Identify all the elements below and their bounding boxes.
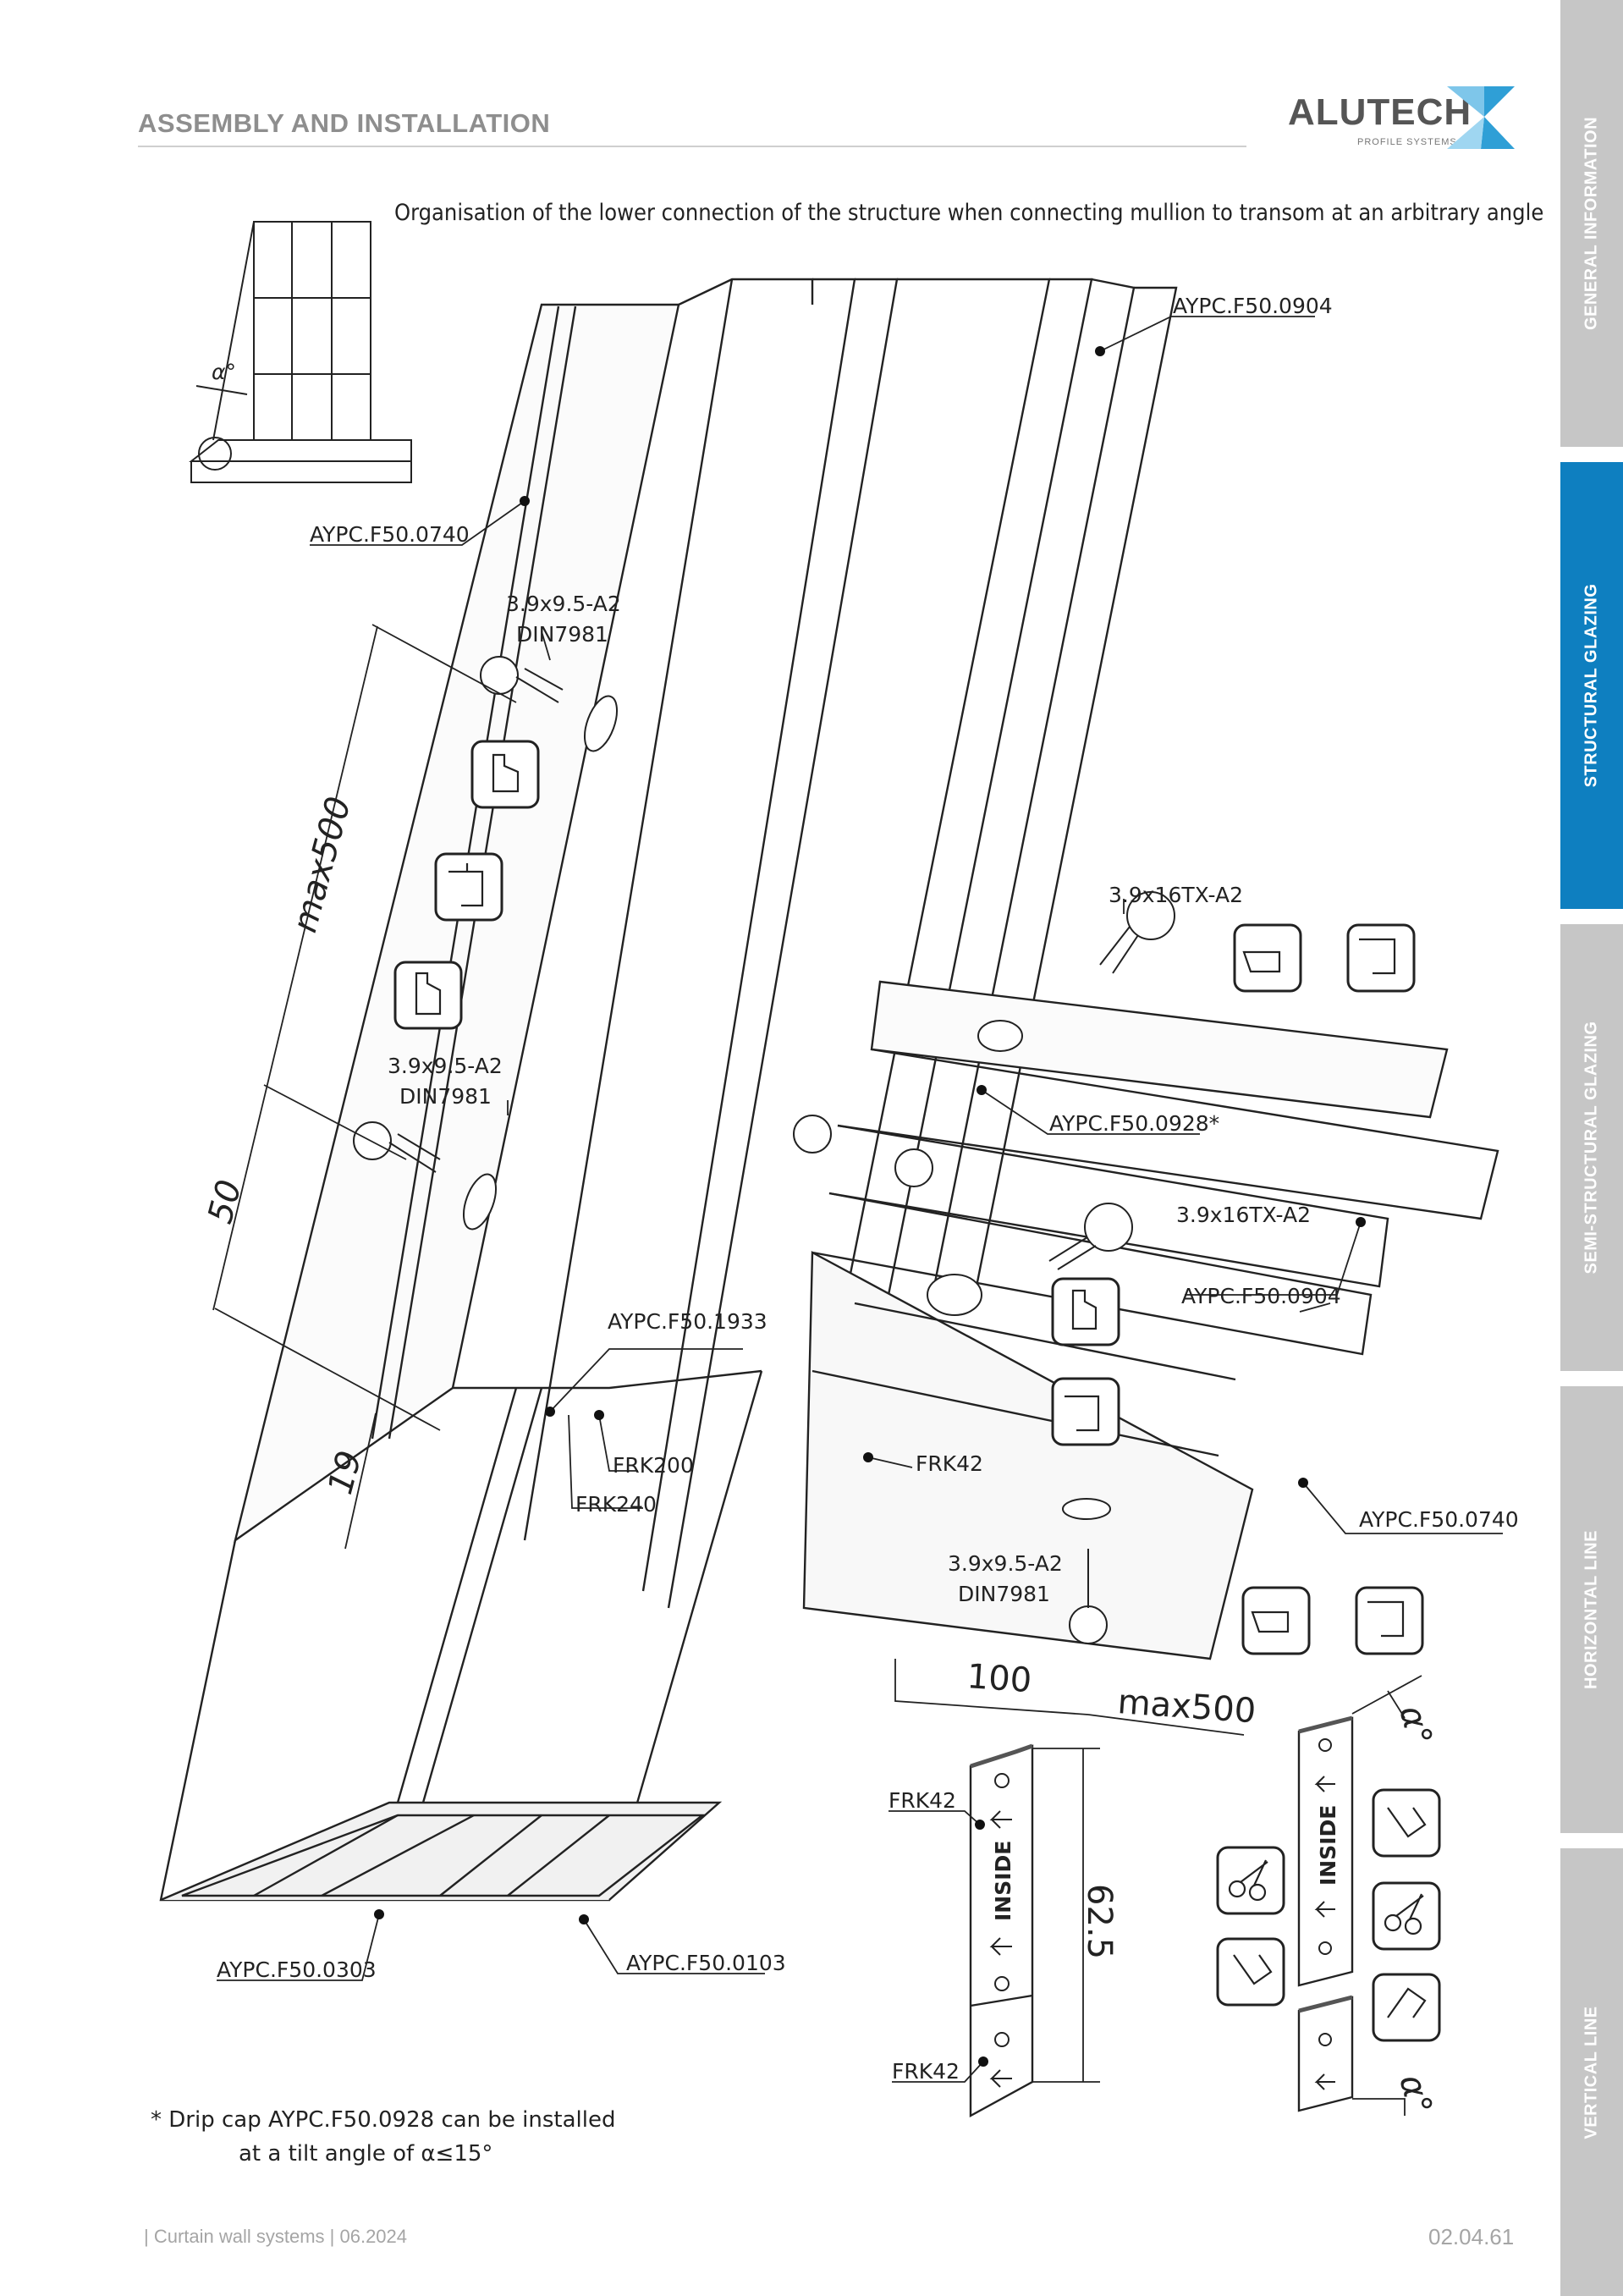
logo-tagline: PROFILE SYSTEMS (1357, 137, 1457, 147)
label-aypc-1933: AYPC.F50.1933 (608, 1309, 767, 1334)
dimension-50: 50 (201, 1176, 250, 1228)
label-aypc-0103: AYPC.F50.0103 (626, 1951, 786, 1975)
press-finger-icon (1216, 1937, 1285, 2007)
brand-logo: ALUTECH PROFILE SYSTEMS (1288, 85, 1516, 152)
dimension-alpha-bottom: α° (1391, 2071, 1439, 2119)
drill-icon (1051, 1377, 1120, 1446)
assembly-drawing: α° (159, 221, 1519, 2119)
tab-label: GENERAL INFORMATION (1582, 116, 1601, 331)
tab-general-information[interactable]: GENERAL INFORMATION (1560, 0, 1623, 447)
footnote-line-1: * Drip cap AYPC.F50.0928 can be installe… (151, 2107, 616, 2133)
tab-structural-glazing[interactable]: STRUCTURAL GLAZING (1560, 462, 1623, 909)
tab-label: STRUCTURAL GLAZING (1582, 583, 1601, 788)
header-divider (138, 146, 1246, 147)
press-finger-icon (470, 740, 540, 809)
label-screw-tx-mid: 3.9x16TX-A2 (1176, 1203, 1311, 1227)
label-aypc-0740-left: AYPC.F50.0740 (310, 522, 470, 547)
tab-label: SEMI-STRUCTURAL GLAZING (1582, 1021, 1601, 1275)
label-frk42-left-top: FRK42 (889, 1788, 956, 1813)
drill-icon (1346, 923, 1416, 993)
label-screw-a2-top: 3.9x9.5-A2 (506, 592, 621, 616)
inside-label-right: INSIDE (1316, 1805, 1340, 1886)
footnote-line-2: at a tilt angle of α≤15° (239, 2141, 493, 2167)
logo-mark-icon (1447, 86, 1515, 149)
page-header-title: ASSEMBLY AND INSTALLATION (138, 108, 551, 138)
page-number: 02.04.61 (1428, 2224, 1515, 2249)
footnote: * Drip cap AYPC.F50.0928 can be installe… (151, 2103, 616, 2171)
dimension-max500-right: max500 (1116, 1682, 1257, 1731)
press-finger-icon (1051, 1277, 1120, 1346)
label-frk42-mid: FRK42 (916, 1451, 983, 1476)
fasteners (353, 656, 1175, 1644)
overview-sketch (189, 221, 412, 483)
label-din-bottom: DIN7981 (958, 1582, 1050, 1606)
label-screw-a2-mid: 3.9x9.5-A2 (388, 1054, 503, 1078)
label-frk42-left-bottom: FRK42 (892, 2059, 960, 2084)
dimension-max500-left: max500 (285, 793, 359, 937)
tab-label: VERTICAL LINE (1582, 2005, 1601, 2139)
press-finger-icon (393, 961, 463, 1030)
scissors-icon (1216, 1846, 1285, 1915)
dimension-100: 100 (966, 1657, 1032, 1700)
label-din-mid: DIN7981 (399, 1084, 492, 1109)
scissors-icon (1372, 1881, 1441, 1951)
point-hand-icon (1233, 923, 1302, 993)
press-finger-icon (1372, 1973, 1441, 2042)
tab-label: HORIZONTAL LINE (1582, 1530, 1601, 1689)
label-aypc-0904-mid: AYPC.F50.0904 (1181, 1284, 1341, 1308)
inside-label-left: INSIDE (991, 1841, 1015, 1921)
label-aypc-0740-right: AYPC.F50.0740 (1359, 1507, 1519, 1532)
tab-semi-structural-glazing[interactable]: SEMI-STRUCTURAL GLAZING (1560, 924, 1623, 1371)
footer-document-info: | Curtain wall systems | 06.2024 (144, 2226, 408, 2247)
logo-wordmark: ALUTECH (1288, 91, 1472, 133)
dimension-62-5: 62.5 (1080, 1884, 1119, 1959)
point-hand-icon (1241, 1586, 1311, 1655)
tab-vertical-line[interactable]: VERTICAL LINE (1560, 1848, 1623, 2296)
label-frk200: FRK200 (613, 1453, 694, 1478)
label-screw-tx-top: 3.9x16TX-A2 (1109, 883, 1243, 907)
label-din-top: DIN7981 (516, 622, 608, 647)
press-finger-icon (1372, 1788, 1441, 1858)
dimension-lines (212, 624, 1422, 2116)
mullion-profile (159, 278, 1178, 1902)
transom-profile (802, 980, 1499, 1660)
label-screw-a2-bottom: 3.9x9.5-A2 (948, 1551, 1063, 1576)
section-sidebar: GENERAL INFORMATION STRUCTURAL GLAZING S… (1560, 0, 1623, 2296)
tab-horizontal-line[interactable]: HORIZONTAL LINE (1560, 1386, 1623, 1833)
label-frk240: FRK240 (575, 1492, 657, 1517)
label-aypc-0303: AYPC.F50.0303 (217, 1957, 377, 1982)
leader-lines (217, 316, 1503, 2083)
label-aypc-0904-top: AYPC.F50.0904 (1173, 294, 1333, 318)
drill-icon (1355, 1586, 1424, 1655)
label-aypc-0928: AYPC.F50.0928* (1049, 1111, 1219, 1136)
overview-angle: α° (212, 360, 236, 384)
drill-icon (434, 852, 503, 922)
frk42-strips (969, 1715, 1354, 2118)
drawing-caption: Organisation of the lower connection of … (394, 200, 1544, 226)
